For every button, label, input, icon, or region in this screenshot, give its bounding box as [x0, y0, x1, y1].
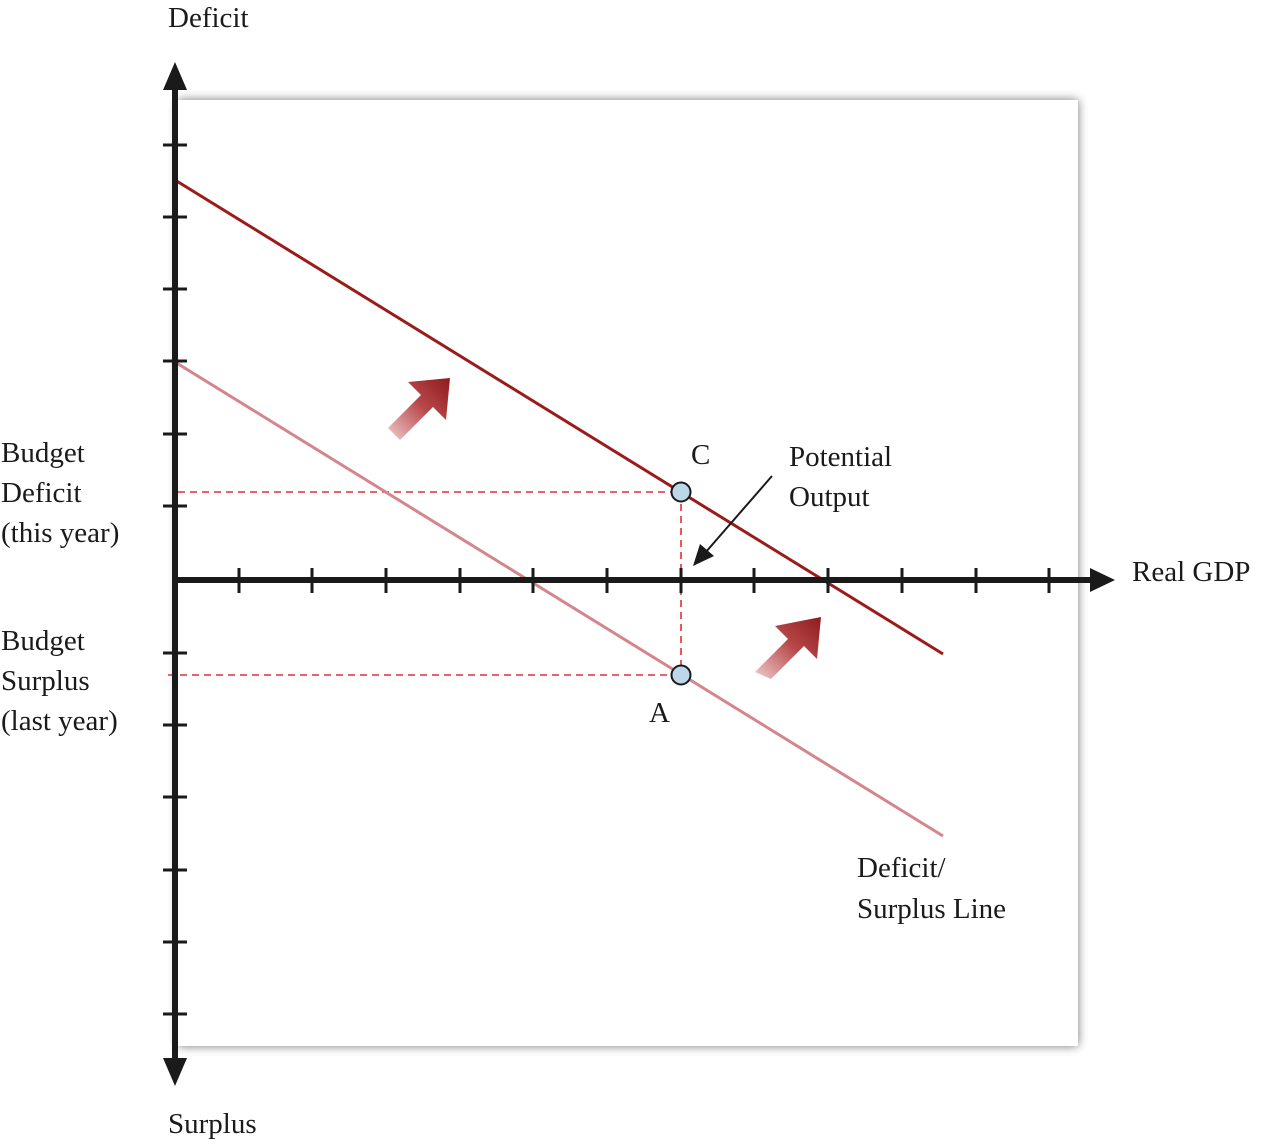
last-year-line — [174, 360, 944, 838]
line-label-line2: Surplus Line — [857, 893, 1006, 925]
point-a-marker — [670, 664, 692, 686]
line-label-line1: Deficit/ — [857, 852, 947, 884]
horizontal-axis — [175, 568, 1115, 593]
potential-output-label-line2: Output — [789, 481, 870, 513]
point-c-label: C — [691, 439, 710, 471]
shift-arrow-upper-icon — [388, 378, 450, 440]
axis-arrow-up-icon — [163, 62, 187, 90]
guide-lines — [168, 491, 682, 676]
potential-output-pointer — [693, 475, 773, 566]
plot-panel — [178, 100, 1078, 1046]
point-c-marker — [670, 481, 692, 503]
pointer-arrowhead-icon — [693, 544, 714, 566]
x-axis-label: Real GDP — [1132, 556, 1250, 588]
budget-deficit-label-line1: Budget — [1, 437, 85, 469]
axis-arrow-down-icon — [163, 1058, 187, 1086]
potential-output-label-line1: Potential — [789, 441, 892, 473]
axis-arrow-right-icon — [1090, 568, 1115, 592]
budget-deficit-label-line2: Deficit — [1, 477, 82, 509]
y-axis-bottom-label: Surplus — [168, 1108, 257, 1140]
shift-arrow-lower-icon — [755, 617, 821, 679]
y-axis-top-label: Deficit — [168, 2, 249, 34]
budget-deficit-label-line3: (this year) — [1, 517, 119, 549]
budget-surplus-label-line2: Surplus — [1, 665, 90, 697]
budget-surplus-label-line3: (last year) — [1, 705, 118, 737]
this-year-line — [174, 178, 944, 656]
budget-surplus-label-line1: Budget — [1, 625, 85, 657]
point-a-label: A — [649, 697, 670, 729]
